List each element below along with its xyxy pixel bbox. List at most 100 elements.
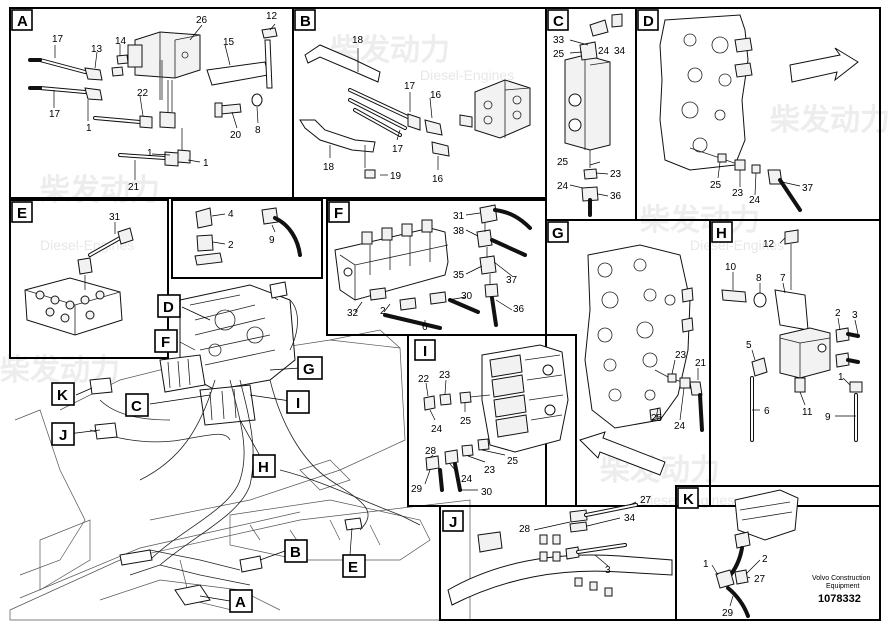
view-tag-g-label: G <box>552 225 564 242</box>
view-c-numbers: 33 25 24 34 25 23 24 36 <box>553 35 626 202</box>
part-num: 13 <box>91 44 103 55</box>
part-num: 29 <box>722 608 734 619</box>
part-num: 25 <box>507 456 519 467</box>
part-num: 33 <box>553 35 565 46</box>
part-num: 24 <box>749 195 761 206</box>
view-b: 18 17 16 17 18 19 16 B <box>292 7 547 199</box>
view-tag-e <box>11 201 33 223</box>
part-num: 1 <box>703 559 709 570</box>
detail-numbers: 4 2 9 <box>228 209 275 251</box>
view-j-numbers: 27 28 34 3 <box>519 495 652 576</box>
view-a-numbers: 26 12 17 13 14 15 22 17 1 1 20 8 21 1 <box>49 11 278 193</box>
part-num: 9 <box>269 235 275 246</box>
part-num: 25 <box>557 157 569 168</box>
view-tag-c <box>547 9 569 31</box>
view-a: 26 12 17 13 14 15 22 17 1 1 20 8 21 1 A <box>9 7 294 199</box>
part-num: 2 <box>228 240 234 251</box>
part-num: 16 <box>432 174 444 185</box>
part-num: 8 <box>756 273 762 284</box>
overview-tag-k <box>51 382 75 406</box>
watermark-brand-3: 柴发动力 <box>40 174 160 207</box>
view-tag-a <box>11 9 33 31</box>
part-num: 30 <box>481 487 493 498</box>
overview-tag-i-label: I <box>296 395 300 412</box>
part-num: 14 <box>115 36 127 47</box>
part-num: 37 <box>506 275 518 286</box>
view-tag-b-label: B <box>300 13 311 30</box>
part-num: 2 <box>380 306 386 317</box>
part-num: 38 <box>453 226 465 237</box>
part-num: 27 <box>640 495 652 506</box>
part-num: 31 <box>109 212 121 223</box>
part-num: 28 <box>425 446 437 457</box>
watermark-brand-6: 柴发动力 <box>770 104 890 137</box>
view-g-numbers: 23 21 25 24 <box>651 350 707 432</box>
direction-arrow-d <box>789 47 859 83</box>
part-num: 21 <box>128 182 140 193</box>
overview-tag-h-label: H <box>258 459 269 476</box>
part-num: 8 <box>255 125 261 136</box>
part-num: 19 <box>390 171 402 182</box>
part-num: 31 <box>453 211 465 222</box>
part-num: 24 <box>598 46 610 57</box>
overview-tag-d-label: D <box>163 299 174 316</box>
part-num: 7 <box>780 273 786 284</box>
overview-tag-b-label: B <box>290 544 301 561</box>
part-num: 17 <box>49 109 61 120</box>
overview-tag-g <box>297 356 323 380</box>
part-num: 6 <box>764 406 770 417</box>
view-tag-i-label: I <box>423 343 427 360</box>
overview-tag-a-label: A <box>235 594 246 611</box>
overview-tag-e-label: E <box>348 559 358 576</box>
detail-view: 4 2 9 <box>171 199 323 279</box>
view-tag-h-label: H <box>716 225 727 242</box>
overview-machine <box>9 281 471 621</box>
part-num: 21 <box>695 358 707 369</box>
part-num: 1 <box>86 123 92 134</box>
part-num: 1 <box>838 372 844 383</box>
part-num: 2 <box>835 308 841 319</box>
part-num: 16 <box>430 90 442 101</box>
part-num: 20 <box>230 130 242 141</box>
part-num: 24 <box>431 424 443 435</box>
view-k: 1 2 27 29 K Volvo Construction Equipment… <box>675 485 881 621</box>
part-num: 34 <box>624 513 636 524</box>
part-num: 34 <box>614 46 626 57</box>
part-num: 5 <box>746 340 752 351</box>
overview-tag-g-label: G <box>303 361 315 378</box>
view-tag-j <box>442 510 464 532</box>
part-num: 11 <box>802 407 813 418</box>
overview-tag-d <box>157 294 181 318</box>
view-i-numbers: 22 23 24 25 28 24 23 25 29 30 <box>411 370 519 498</box>
overview-tag-i <box>286 390 310 414</box>
overview-tag-f-label: F <box>161 334 170 351</box>
view-tag-g <box>547 221 569 243</box>
view-e-numbers: 31 <box>109 212 121 223</box>
view-tag-c-label: C <box>553 13 564 30</box>
view-e-frame <box>9 199 169 359</box>
part-num: 22 <box>418 374 430 385</box>
view-tag-k-label: K <box>683 491 694 508</box>
view-f: 31 38 35 37 30 36 32 2 6 F <box>326 199 547 336</box>
view-i: 22 23 24 25 28 24 23 25 29 30 I <box>407 334 577 507</box>
view-d-numbers: 25 23 24 37 <box>710 180 814 206</box>
part-num: 10 <box>725 262 737 273</box>
watermark-sub-1: Diesel-Engines <box>420 67 514 83</box>
part-num: 3 <box>852 310 858 321</box>
view-tag-f <box>328 201 350 223</box>
part-num: 25 <box>710 180 722 191</box>
part-num: 17 <box>52 34 64 45</box>
part-num: 23 <box>610 169 622 180</box>
view-tag-b <box>294 9 316 31</box>
overview-tag-e <box>342 554 366 578</box>
overview-tag-a <box>229 589 253 613</box>
direction-arrow-g <box>579 431 666 476</box>
part-num: 6 <box>422 322 428 333</box>
part-num: 2 <box>762 554 768 565</box>
part-num: 12 <box>763 239 775 250</box>
part-num: 23 <box>732 188 744 199</box>
part-num: 3 <box>605 565 611 576</box>
watermark-sub-3: Diesel-Engines <box>40 237 134 253</box>
part-num: 18 <box>323 162 335 173</box>
